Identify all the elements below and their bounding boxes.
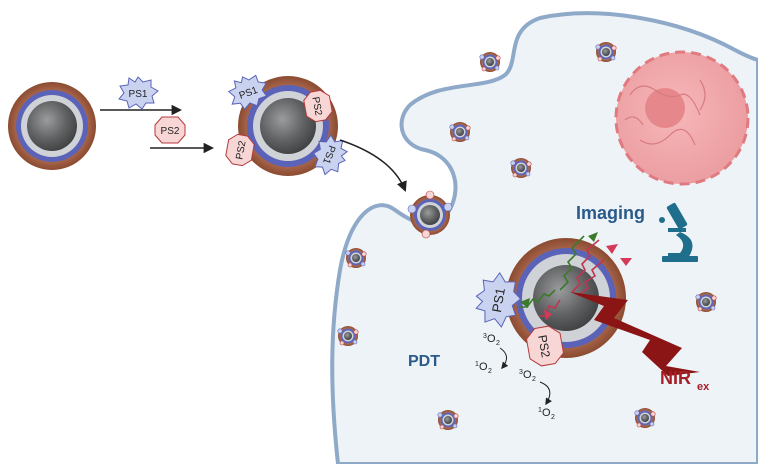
ps1-badge-free: PS1	[118, 76, 159, 110]
svg-text:3: 3	[483, 333, 487, 340]
svg-text:PS2: PS2	[161, 126, 180, 137]
svg-text:2: 2	[496, 340, 500, 347]
svg-text:PS2: PS2	[309, 96, 323, 117]
nucleus	[614, 50, 750, 186]
ps1-badge-active: PS1	[475, 271, 522, 328]
emission-arrowhead-green	[520, 298, 530, 308]
svg-text:O: O	[479, 361, 488, 373]
nanoparticle-small	[695, 291, 717, 313]
svg-text:PS2: PS2	[535, 334, 553, 359]
svg-text:2: 2	[551, 414, 555, 421]
svg-text:PS2: PS2	[234, 140, 248, 161]
microscope-icon	[659, 202, 698, 262]
nanoparticle-endosome	[407, 190, 453, 239]
nir-lightning-bolt	[570, 292, 700, 376]
svg-text:1: 1	[538, 407, 542, 414]
emission-arrowhead-red	[606, 244, 618, 254]
ps1-badge-loaded-top: PS1	[227, 74, 268, 110]
nir-ex-label: NIR ex	[660, 368, 710, 393]
svg-text:PS1: PS1	[489, 287, 508, 314]
emission-arrowhead-red	[620, 258, 632, 266]
oxygen-conversion-2: 3 O 2 1 O 2	[519, 369, 555, 421]
pdt-label: PDT	[408, 353, 440, 370]
svg-text:1: 1	[475, 361, 479, 368]
svg-text:O: O	[523, 369, 532, 381]
svg-text:NIR: NIR	[660, 368, 691, 388]
oxygen-conversion-1: 3 O 2 1 O 2	[475, 333, 509, 375]
nanoparticle-small	[449, 121, 471, 143]
ps2-badge-free: PS2	[154, 116, 186, 144]
svg-text:2: 2	[488, 368, 492, 375]
ps2-badge-loaded-right: PS2	[303, 89, 333, 123]
emission-red	[539, 239, 605, 317]
emission-arrowhead-green	[588, 232, 598, 242]
nanoparticle-bare	[8, 82, 96, 170]
nanoparticle-small	[479, 51, 501, 73]
svg-text:ex: ex	[697, 381, 710, 393]
svg-text:O: O	[542, 407, 551, 419]
nanoparticle-small	[345, 247, 367, 269]
emission-arrowhead-red	[544, 310, 552, 320]
svg-text:PS1: PS1	[129, 89, 148, 100]
svg-text:3: 3	[519, 369, 523, 376]
ps1-badge-loaded-bottom: PS1	[312, 134, 349, 176]
ps2-badge-loaded-left: PS2	[225, 133, 255, 167]
ps2-badge-active: PS2	[525, 325, 565, 367]
arrow-endocytosis	[339, 139, 407, 192]
nanoparticle-small	[595, 41, 617, 63]
nanoparticle-small	[510, 157, 532, 179]
svg-text:2: 2	[532, 376, 536, 383]
imaging-label: Imaging	[576, 203, 645, 223]
nanoparticle-small	[437, 409, 459, 431]
nanoparticle-small	[634, 407, 656, 429]
svg-text:O: O	[487, 333, 496, 345]
nanoparticle-small	[337, 325, 359, 347]
